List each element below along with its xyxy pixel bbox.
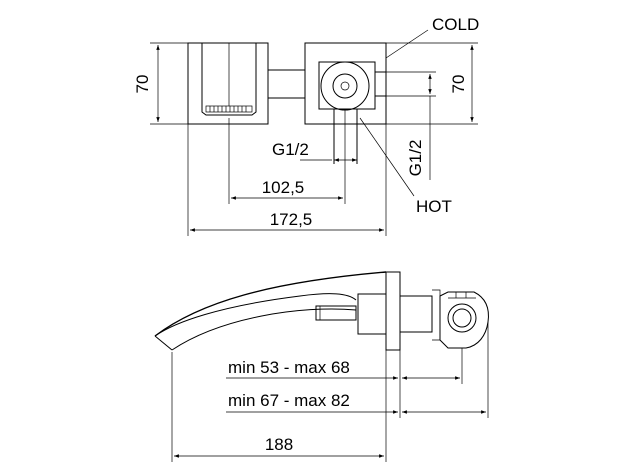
spout-tip [154, 335, 173, 351]
dim-thread-vertical: G1/2 [386, 71, 436, 180]
hot-label: HOT [416, 197, 452, 216]
dim-172: 172,5 [187, 124, 387, 236]
dim-188-label: 188 [265, 435, 293, 454]
valve-center [340, 81, 350, 91]
dim-range-long: min 67 - max 82 [226, 322, 489, 418]
side-view [154, 271, 489, 351]
dim-height-left-label: 70 [133, 75, 152, 94]
thread-vertical-label: G1/2 [406, 140, 425, 177]
valve-box [304, 42, 387, 125]
valve-inner-ring [332, 73, 358, 99]
grip-ridges [209, 106, 247, 112]
spout-inner [154, 293, 357, 337]
dim-188: 188 [171, 350, 387, 462]
handle-plate [187, 42, 269, 125]
dim-range-short-label: min 53 - max 68 [228, 358, 350, 377]
dim-range-short: min 53 - max 68 [226, 348, 463, 418]
hot-callout: HOT [359, 117, 452, 216]
lever [315, 305, 357, 321]
cold-outlet [375, 71, 386, 97]
hot-outlet [333, 109, 358, 124]
wall-sleeve [399, 295, 433, 333]
handle-grip [205, 105, 253, 113]
valve-housing [439, 291, 489, 349]
dim-height-right: 70 [386, 42, 478, 125]
cold-label: COLD [432, 15, 479, 34]
thread-horizontal-label: G1/2 [272, 140, 309, 159]
hot-pipe-ext [333, 124, 358, 164]
dim-172-label: 172,5 [270, 210, 313, 229]
valve-port-outer [447, 303, 477, 333]
dim-102: 102,5 [228, 110, 346, 204]
spout-bottom [171, 308, 357, 351]
connecting-rod [268, 69, 305, 99]
handle-body [201, 43, 257, 116]
mixer-body [357, 293, 387, 335]
sleeve-ring [432, 289, 441, 341]
valve-outer-ring [320, 61, 370, 111]
dim-range-long-label: min 67 - max 82 [228, 391, 350, 410]
dim-height-right-label: 70 [449, 75, 468, 94]
top-view [187, 42, 387, 164]
spout-top [154, 271, 387, 337]
valve-port-inner [452, 308, 472, 328]
cold-callout: COLD [385, 15, 479, 59]
dim-102-label: 102,5 [262, 178, 305, 197]
dim-height-left: 70 [133, 42, 188, 125]
dim-thread-horizontal: G1/2 [272, 140, 357, 162]
wall-plate [385, 271, 401, 351]
